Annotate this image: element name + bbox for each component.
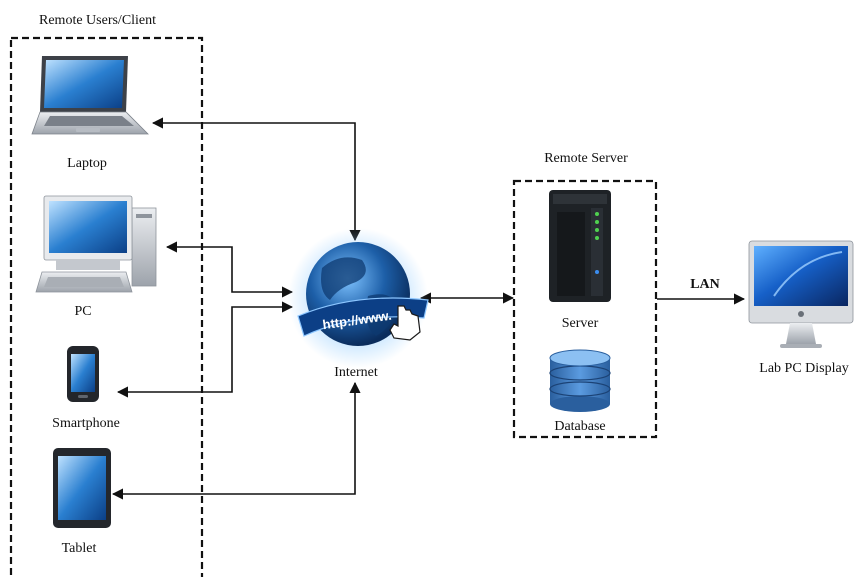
tablet-label: Tablet <box>61 541 97 556</box>
laptop-label: Laptop <box>67 156 107 171</box>
laptop-icon <box>31 56 149 135</box>
server-group-box <box>512 179 658 439</box>
pc-icon <box>35 195 157 293</box>
link-tablet-internet <box>111 381 361 500</box>
clients-group-title: Remote Users/Client <box>39 13 157 28</box>
link-laptop-internet <box>151 117 361 242</box>
server-group-title: Remote Server <box>544 151 628 166</box>
lab-pc-display-label: Lab PC Display <box>759 361 849 376</box>
lan-link-label: LAN <box>690 277 720 292</box>
database-label: Database <box>554 419 606 434</box>
link-pc-internet <box>165 241 294 298</box>
server-label: Server <box>561 316 599 331</box>
smartphone-icon <box>67 346 99 402</box>
internet-label: Internet <box>334 365 378 380</box>
database-icon <box>549 349 611 412</box>
link-smartphone-internet <box>116 301 294 398</box>
server-icon <box>549 190 611 302</box>
lab-pc-display-icon <box>748 240 854 348</box>
pc-label: PC <box>74 304 92 319</box>
connectors <box>111 117 746 500</box>
tablet-icon <box>53 448 111 528</box>
internet-globe-icon: http://www. <box>288 228 429 368</box>
smartphone-label: Smartphone <box>52 416 120 431</box>
